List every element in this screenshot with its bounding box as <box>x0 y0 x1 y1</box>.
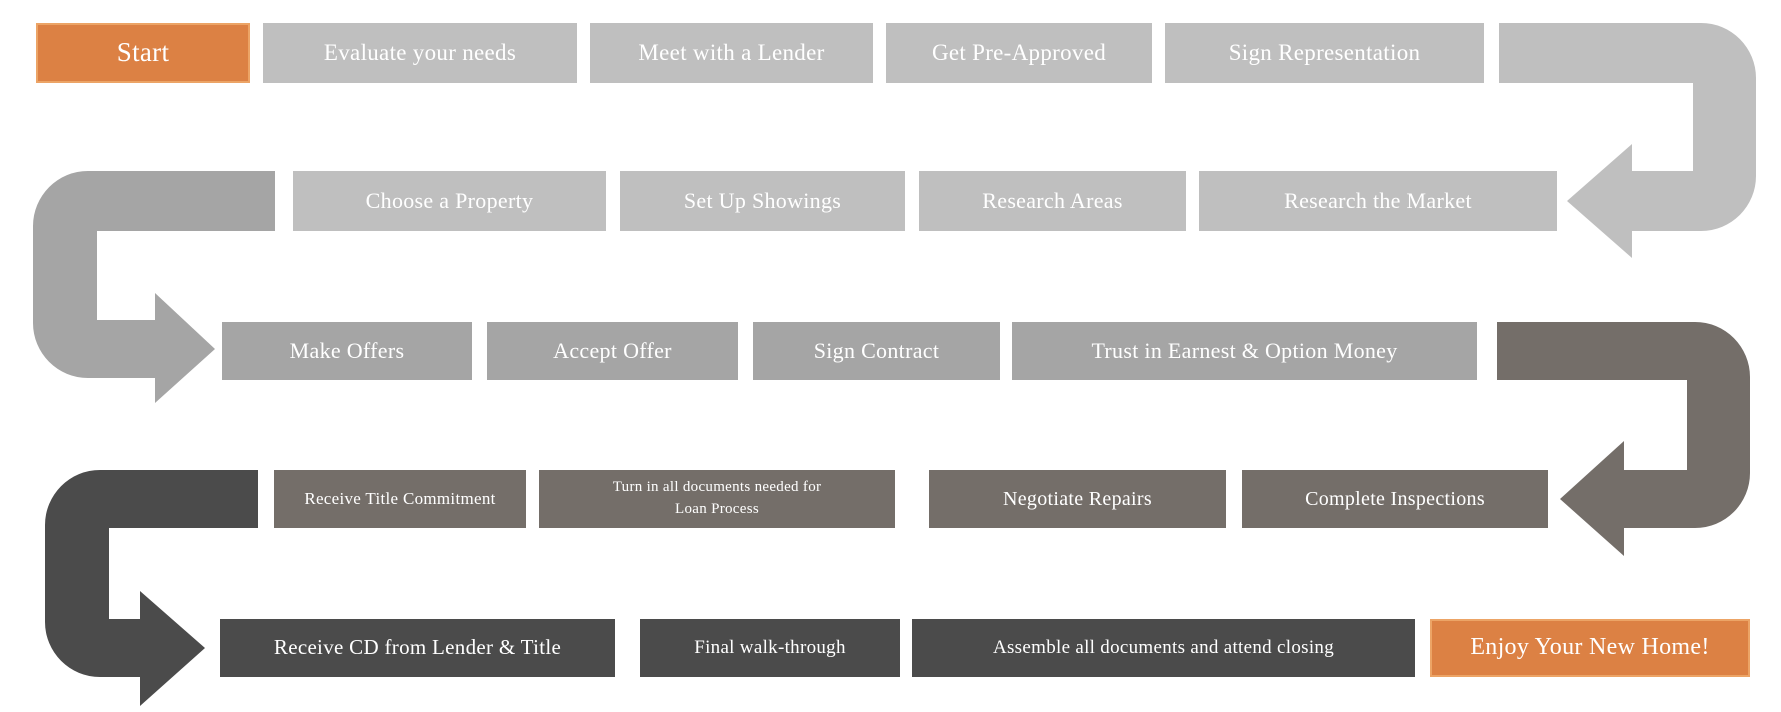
uturn-arrow-rows-2-3-icon <box>33 171 275 403</box>
step-assemble-documents-attend-closing: Assemble all documents and attend closin… <box>912 619 1415 677</box>
step-accept-offer: Accept Offer <box>487 322 738 380</box>
step-start: Start <box>36 23 250 83</box>
step-research-areas: Research Areas <box>919 171 1186 231</box>
step-complete-inspections: Complete Inspections <box>1242 470 1548 528</box>
uturn-arrow-rows-4-5-icon <box>45 470 258 706</box>
step-turn-in-all-documents-for-loan-process: Turn in all documents needed for Loan Pr… <box>539 470 895 528</box>
step-receive-cd-from-lender-and-title: Receive CD from Lender & Title <box>220 619 615 677</box>
step-evaluate-your-needs: Evaluate your needs <box>263 23 577 83</box>
step-sign-representation: Sign Representation <box>1165 23 1484 83</box>
uturn-arrow-rows-3-4-icon <box>1497 322 1750 556</box>
step-meet-with-a-lender: Meet with a Lender <box>590 23 873 83</box>
step-final-walk-through: Final walk-through <box>640 619 900 677</box>
step-receive-title-commitment: Receive Title Commitment <box>274 470 526 528</box>
step-research-the-market: Research the Market <box>1199 171 1557 231</box>
step-enjoy-your-new-home: Enjoy Your New Home! <box>1430 619 1750 677</box>
step-sign-contract: Sign Contract <box>753 322 1000 380</box>
uturn-arrow-rows-1-2-icon <box>1499 23 1756 258</box>
step-make-offers: Make Offers <box>222 322 472 380</box>
step-trust-in-earnest-and-option-money: Trust in Earnest & Option Money <box>1012 322 1477 380</box>
step-set-up-showings: Set Up Showings <box>620 171 905 231</box>
step-get-pre-approved: Get Pre-Approved <box>886 23 1152 83</box>
step-negotiate-repairs: Negotiate Repairs <box>929 470 1226 528</box>
step-choose-a-property: Choose a Property <box>293 171 606 231</box>
